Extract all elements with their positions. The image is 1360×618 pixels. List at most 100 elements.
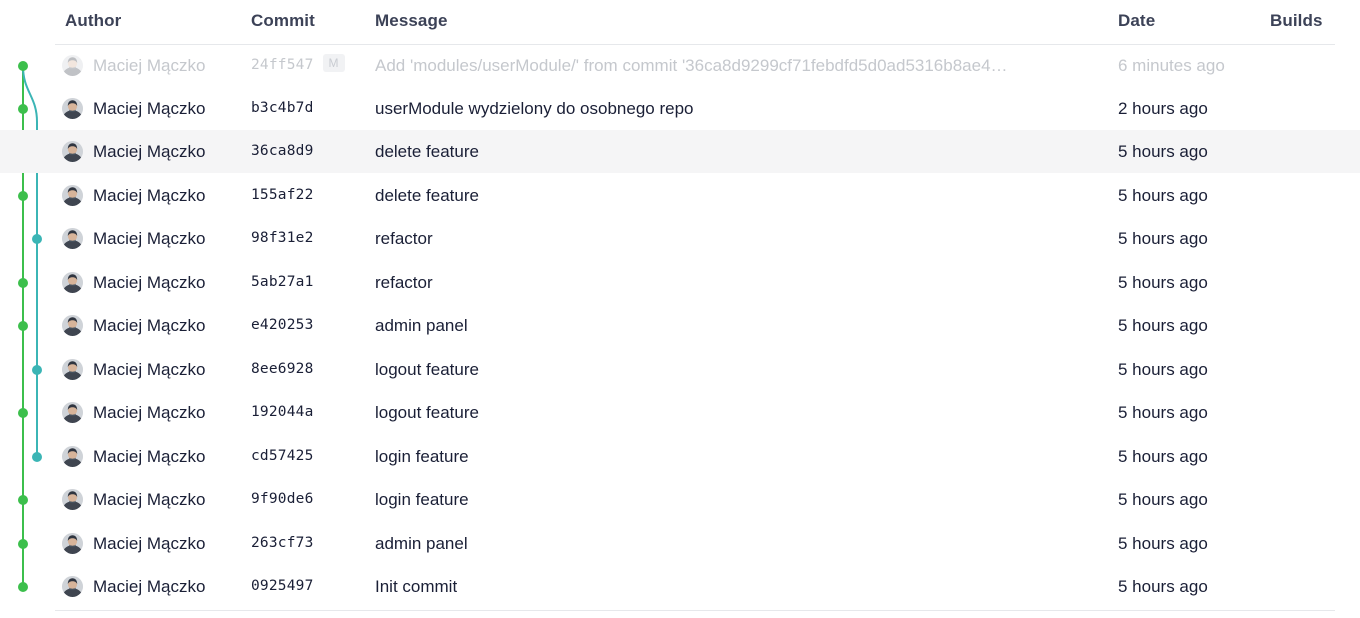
- cell-commit-hash[interactable]: 263cf73: [251, 522, 314, 565]
- cell-commit-hash[interactable]: 98f31e2: [251, 217, 314, 260]
- commit-hash: 263cf73: [251, 535, 314, 551]
- cell-commit-hash[interactable]: b3c4b7d: [251, 87, 314, 130]
- cell-commit-hash[interactable]: cd57425: [251, 435, 314, 478]
- cell-commit-hash[interactable]: 24ff547 M: [251, 44, 345, 87]
- author-name: Maciej Mączko: [93, 534, 206, 553]
- table-row[interactable]: Maciej Mączko b3c4b7d userModule wydzielon…: [0, 87, 1360, 130]
- author-name: Maciej Mączko: [93, 56, 206, 75]
- author-name: Maciej Mączko: [93, 490, 206, 509]
- table-row[interactable]: Maciej Mączko 98f31e2 refactor 5 hours ago: [0, 217, 1360, 260]
- avatar: [62, 228, 83, 249]
- author-name: Maciej Mączko: [93, 142, 206, 161]
- cell-date: 5 hours ago: [1118, 229, 1208, 248]
- table-header-row: Author Commit Message Date Builds: [0, 0, 1360, 45]
- avatar: [62, 55, 83, 76]
- cell-date: 6 minutes ago: [1118, 56, 1225, 75]
- header-divider: [55, 44, 1335, 45]
- cell-commit-message[interactable]: logout feature: [375, 403, 479, 422]
- cell-commit-message[interactable]: delete feature: [375, 142, 479, 161]
- cell-commit-message[interactable]: login feature: [375, 447, 469, 466]
- cell-date: 5 hours ago: [1118, 447, 1208, 466]
- cell-date: 2 hours ago: [1118, 99, 1208, 118]
- table-row[interactable]: Maciej Mączko 263cf73 admin panel 5 hours a…: [0, 522, 1360, 565]
- commit-hash: 0925497: [251, 578, 314, 594]
- cell-commit-message[interactable]: refactor: [375, 229, 433, 248]
- cell-commit-hash[interactable]: 0925497: [251, 565, 314, 608]
- cell-commit-message[interactable]: Init commit: [375, 577, 458, 596]
- table-row[interactable]: Maciej Mączko 8ee6928 logout feature 5 hour…: [0, 348, 1360, 391]
- table-row[interactable]: Maciej Mączko 5ab27a1 refactor 5 hours ago: [0, 261, 1360, 304]
- column-header-message[interactable]: Message: [375, 11, 448, 30]
- commit-hash: e420253: [251, 317, 314, 333]
- cell-commit-hash[interactable]: 192044a: [251, 391, 314, 434]
- cell-date: 5 hours ago: [1118, 142, 1208, 161]
- cell-commit-hash[interactable]: e420253: [251, 304, 314, 347]
- cell-commit-message[interactable]: admin panel: [375, 534, 468, 553]
- cell-commit-message[interactable]: login feature: [375, 490, 469, 509]
- cell-date: 5 hours ago: [1118, 360, 1208, 379]
- commit-hash: 36ca8d9: [251, 143, 314, 159]
- avatar: [62, 576, 83, 597]
- merge-badge: M: [322, 54, 345, 72]
- table-row[interactable]: Maciej Mączko 24ff547 M Add 'modules/userMo…: [0, 44, 1360, 87]
- avatar: [62, 185, 83, 206]
- cell-date: 5 hours ago: [1118, 490, 1208, 509]
- avatar: [62, 489, 83, 510]
- avatar: [62, 446, 83, 467]
- cell-commit-message[interactable]: Add 'modules/userModule/' from commit '3…: [375, 56, 1008, 75]
- column-header-commit[interactable]: Commit: [251, 11, 315, 30]
- table-row[interactable]: Maciej Mączko 36ca8d9 delete feature 5 hour…: [0, 130, 1360, 173]
- cell-commit-hash[interactable]: 8ee6928: [251, 348, 314, 391]
- avatar: [62, 533, 83, 554]
- author-name: Maciej Mączko: [93, 229, 206, 248]
- cell-commit-message[interactable]: delete feature: [375, 186, 479, 205]
- cell-date: 5 hours ago: [1118, 577, 1208, 596]
- commit-hash: 5ab27a1: [251, 274, 314, 290]
- cell-commit-hash[interactable]: 9f90de6: [251, 478, 314, 521]
- cell-date: 5 hours ago: [1118, 316, 1208, 335]
- commit-hash: 24ff547: [251, 57, 314, 73]
- author-name: Maciej Mączko: [93, 186, 206, 205]
- cell-date: 5 hours ago: [1118, 534, 1208, 553]
- author-name: Maciej Mączko: [93, 577, 206, 596]
- author-name: Maciej Mączko: [93, 273, 206, 292]
- table-row[interactable]: Maciej Mączko 192044a logout feature 5 hour…: [0, 391, 1360, 434]
- author-name: Maciej Mączko: [93, 360, 206, 379]
- commit-hash: 8ee6928: [251, 361, 314, 377]
- cell-commit-hash[interactable]: 155af22: [251, 174, 314, 217]
- cell-commit-hash[interactable]: 36ca8d9: [251, 130, 314, 173]
- commit-hash: 155af22: [251, 187, 314, 203]
- cell-commit-message[interactable]: userModule wydzielony do osobnego repo: [375, 99, 694, 118]
- author-name: Maciej Mączko: [93, 447, 206, 466]
- table-bottom-divider: [55, 610, 1335, 611]
- column-header-author[interactable]: Author: [65, 11, 122, 30]
- author-name: Maciej Mączko: [93, 403, 206, 422]
- commit-hash: 9f90de6: [251, 491, 314, 507]
- avatar: [62, 315, 83, 336]
- commit-hash: b3c4b7d: [251, 100, 314, 116]
- cell-date: 5 hours ago: [1118, 186, 1208, 205]
- table-row[interactable]: Maciej Mączko 155af22 delete feature 5 hour…: [0, 174, 1360, 217]
- avatar: [62, 272, 83, 293]
- cell-commit-message[interactable]: admin panel: [375, 316, 468, 335]
- column-header-builds[interactable]: Builds: [1270, 11, 1323, 30]
- commit-hash: cd57425: [251, 448, 314, 464]
- cell-date: 5 hours ago: [1118, 273, 1208, 292]
- author-name: Maciej Mączko: [93, 99, 206, 118]
- avatar: [62, 141, 83, 162]
- table-row[interactable]: Maciej Mączko 0925497 Init commit 5 hours a…: [0, 565, 1360, 608]
- avatar: [62, 402, 83, 423]
- avatar: [62, 98, 83, 119]
- column-header-date[interactable]: Date: [1118, 11, 1156, 30]
- cell-commit-message[interactable]: logout feature: [375, 360, 479, 379]
- commit-hash: 192044a: [251, 404, 314, 420]
- cell-commit-hash[interactable]: 5ab27a1: [251, 261, 314, 304]
- commit-hash: 98f31e2: [251, 230, 314, 246]
- avatar: [62, 359, 83, 380]
- cell-commit-message[interactable]: refactor: [375, 273, 433, 292]
- table-row[interactable]: Maciej Mączko 9f90de6 login feature 5 hours…: [0, 478, 1360, 521]
- table-row[interactable]: Maciej Mączko cd57425 login feature 5 hours…: [0, 435, 1360, 478]
- cell-date: 5 hours ago: [1118, 403, 1208, 422]
